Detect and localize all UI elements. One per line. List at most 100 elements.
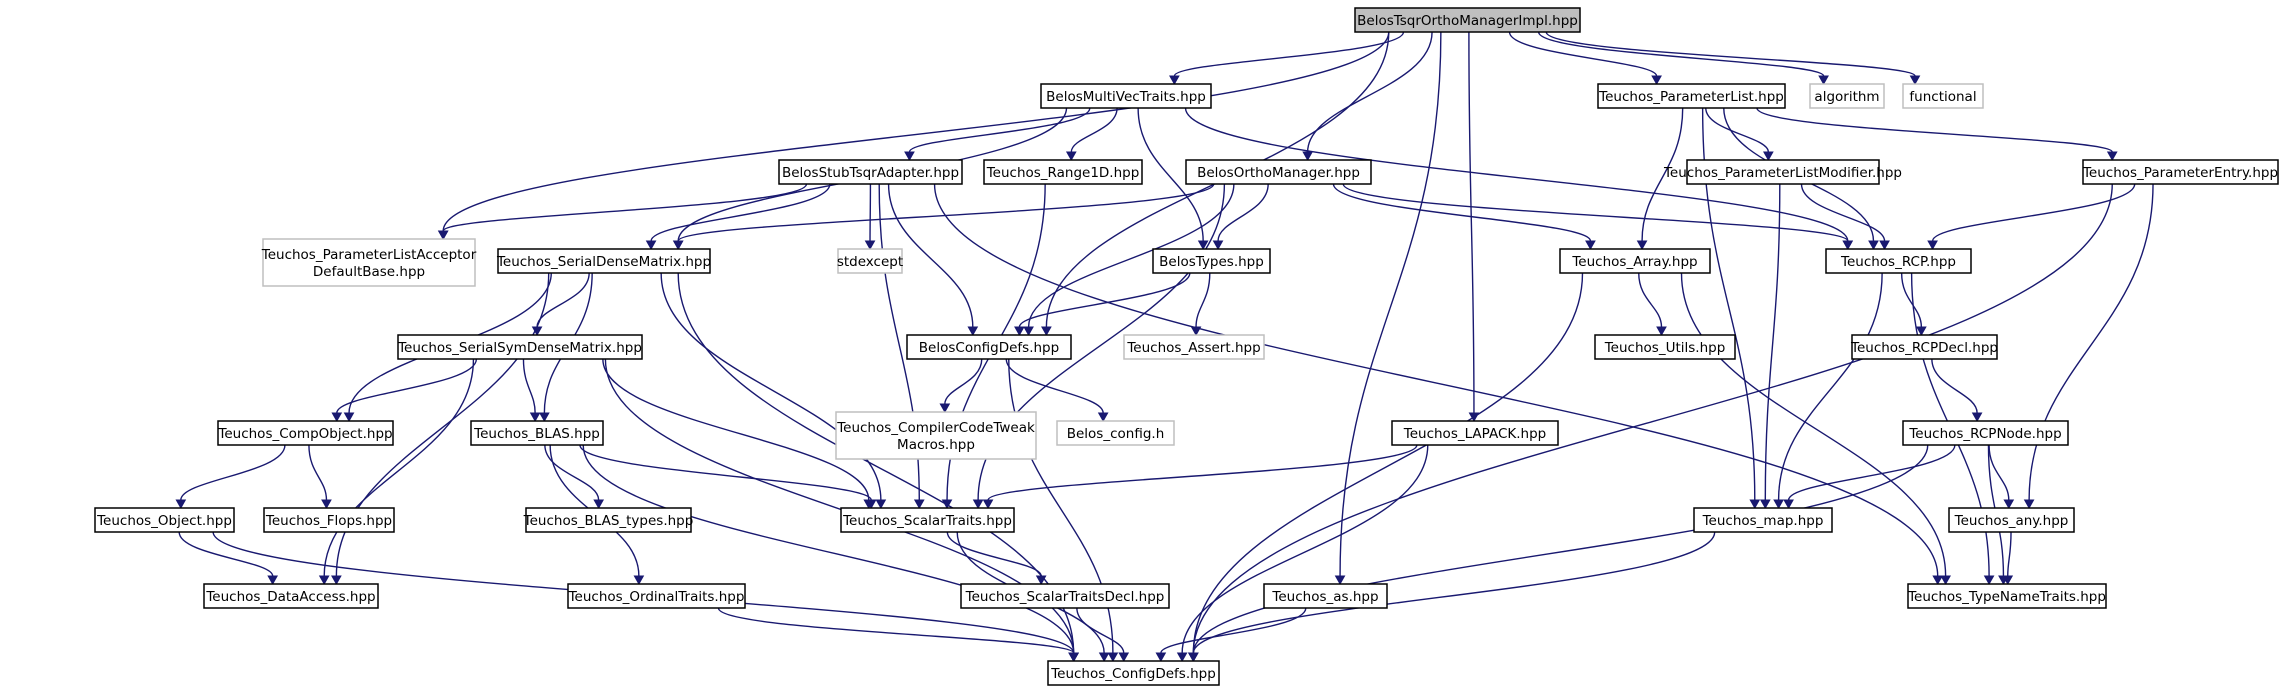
edge-mvt-to-bt [1137, 107, 1204, 242]
arrowhead-root-to-func [1909, 75, 1921, 86]
edge-blas-to-st [579, 444, 872, 501]
arrowhead-mvt-to-r1d [1065, 151, 1077, 162]
node-cco[interactable]: Teuchos_CompObject.hpp [217, 420, 394, 446]
arrowhead-root-to-mvt [1169, 75, 1180, 86]
node-label-bcd: BelosConfigDefs.hpp [919, 340, 1059, 356]
node-label-ut: Teuchos_Utils.hpp [1604, 340, 1726, 356]
node-label-rcp: Teuchos_RCP.hpp [1840, 254, 1956, 270]
arrowhead-bcd-to-bcfg [1097, 412, 1109, 423]
node-bt[interactable]: BelosTypes.hpp [1152, 248, 1271, 274]
arrowhead-om-to-st [972, 499, 984, 510]
node-rcpn[interactable]: Teuchos_RCPNode.hpp [1902, 420, 2069, 446]
node-label-alg: algorithm [1814, 89, 1879, 105]
node-box-mvt [1040, 83, 1212, 109]
node-label-om: BelosOrthoManager.hpp [1197, 165, 1360, 181]
edge-bcd-to-cct [944, 358, 983, 405]
arrowhead-pl-to-arr [1636, 240, 1648, 251]
node-ut[interactable]: Teuchos_Utils.hpp [1594, 334, 1736, 360]
edge-root-to-plad [442, 31, 1390, 232]
node-sdm[interactable]: Teuchos_SerialDenseMatrix.hpp [496, 248, 711, 274]
edge-rcpn-to-cfg [1192, 444, 1929, 654]
node-box-tas [1263, 583, 1388, 609]
edge-ssdm-to-cco [336, 358, 478, 414]
node-tas[interactable]: Teuchos_as.hpp [1263, 583, 1388, 609]
node-box-ssdm [397, 334, 643, 360]
edge-arr-to-tnt [1680, 272, 1947, 577]
arrowhead-root-to-alg [1818, 75, 1829, 86]
node-stub[interactable]: BelosStubTsqrAdapter.hpp [778, 159, 963, 185]
node-mvt[interactable]: BelosMultiVecTraits.hpp [1040, 83, 1212, 109]
node-label-plad-line1: Teuchos_ParameterListAcceptor [261, 247, 477, 263]
arrowhead-ot-to-cfg [1068, 652, 1080, 663]
edge-mvt-to-r1d [1070, 107, 1118, 153]
node-pl[interactable]: Teuchos_ParameterList.hpp [1597, 83, 1786, 109]
node-plad: Teuchos_ParameterListAcceptorDefaultBase… [261, 238, 477, 287]
node-flops[interactable]: Teuchos_Flops.hpp [263, 507, 395, 533]
node-rcp[interactable]: Teuchos_RCP.hpp [1825, 248, 1972, 274]
arrowhead-arr-to-tnt [1940, 575, 1951, 586]
node-box-ot [567, 583, 746, 609]
arrowhead-map-to-cfg [1187, 652, 1199, 663]
node-st[interactable]: Teuchos_ScalarTraits.hpp [840, 507, 1015, 533]
edge-rcpn-to-any [1988, 444, 2010, 501]
node-label-rcpn: Teuchos_RCPNode.hpp [1908, 426, 2061, 442]
node-label-blas: Teuchos_BLAS.hpp [473, 426, 600, 442]
arrowhead-pe-to-rcp [1927, 240, 1938, 251]
arrowhead-sdm-to-cco [343, 412, 355, 423]
node-label-obj: Teuchos_Object.hpp [96, 513, 232, 529]
arrowhead-blas-to-ot [633, 575, 645, 586]
node-any[interactable]: Teuchos_any.hpp [1948, 507, 2075, 533]
node-box-obj [94, 507, 235, 533]
node-pe[interactable]: Teuchos_ParameterEntry.hpp [2082, 159, 2279, 185]
node-std[interactable]: Teuchos_ScalarTraitsDecl.hpp [960, 583, 1170, 609]
arrowhead-plm-to-map [1759, 499, 1771, 510]
arrowhead-stub-to-plad [437, 230, 449, 241]
node-blas[interactable]: Teuchos_BLAS.hpp [470, 420, 604, 446]
node-arr[interactable]: Teuchos_Array.hpp [1559, 248, 1711, 274]
edge-rcpd-to-rcpn [1931, 358, 1978, 414]
node-plm[interactable]: Teuchos_ParameterListModifier.hpp [1663, 159, 1902, 185]
node-obj[interactable]: Teuchos_Object.hpp [94, 507, 235, 533]
node-bty[interactable]: Teuchos_BLAS_types.hpp [523, 507, 694, 533]
node-map[interactable]: Teuchos_map.hpp [1693, 507, 1833, 533]
node-om[interactable]: BelosOrthoManager.hpp [1185, 159, 1372, 185]
node-label-ssdm: Teuchos_SerialSymDenseMatrix.hpp [397, 340, 642, 356]
arrowhead-root-to-pl [1651, 75, 1662, 86]
node-r1d[interactable]: Teuchos_Range1D.hpp [983, 159, 1143, 185]
edge-ot-to-cfg [717, 607, 1075, 654]
node-rcpd[interactable]: Teuchos_RCPDecl.hpp [1850, 334, 1998, 360]
node-box-da [203, 583, 379, 609]
edge-stub-to-plad [442, 183, 808, 232]
arrowhead-tas-to-cfg [1155, 652, 1167, 663]
arrowhead-obj-to-da [267, 575, 279, 586]
edge-om-to-bt [1217, 183, 1269, 242]
node-root[interactable]: BelosTsqrOrthoManagerImpl.hpp [1354, 7, 1581, 33]
node-label-bty: Teuchos_BLAS_types.hpp [523, 513, 694, 529]
edge-om-to-arr [1332, 183, 1592, 242]
arrowhead-pl-to-pe [2106, 151, 2118, 162]
node-label-std: Teuchos_ScalarTraitsDecl.hpp [965, 589, 1165, 605]
arrowhead-pe-to-any [2023, 499, 2035, 510]
node-lap[interactable]: Teuchos_LAPACK.hpp [1391, 420, 1559, 446]
arrowhead-plm-to-rcp [1879, 240, 1890, 251]
node-cfg[interactable]: Teuchos_ConfigDefs.hpp [1047, 660, 1220, 686]
node-label-sdm: Teuchos_SerialDenseMatrix.hpp [496, 254, 711, 270]
arrowhead-om-to-sdm [672, 240, 684, 251]
arrowhead-bcd-to-cfg [1107, 652, 1119, 663]
arrowhead-ssdm-to-da [318, 575, 330, 586]
node-ssdm[interactable]: Teuchos_SerialSymDenseMatrix.hpp [397, 334, 643, 360]
node-label-map: Teuchos_map.hpp [1702, 513, 1824, 529]
node-label-st: Teuchos_ScalarTraits.hpp [842, 513, 1012, 529]
edge-root-to-func [1545, 31, 1916, 77]
node-box-root [1354, 7, 1581, 33]
node-tnt[interactable]: Teuchos_TypeNameTraits.hpp [1907, 583, 2107, 609]
arrowhead-std-to-cfg [1118, 652, 1130, 663]
node-box-lap [1391, 420, 1559, 446]
node-da[interactable]: Teuchos_DataAccess.hpp [203, 583, 379, 609]
arrowhead-stub-to-st [913, 499, 925, 510]
node-bcd[interactable]: BelosConfigDefs.hpp [906, 334, 1072, 360]
node-box-std [960, 583, 1170, 609]
node-ot[interactable]: Teuchos_OrdinalTraits.hpp [567, 583, 746, 609]
arrowhead-sdm-to-da [331, 575, 342, 586]
edge-pl-to-plm [1705, 107, 1770, 153]
